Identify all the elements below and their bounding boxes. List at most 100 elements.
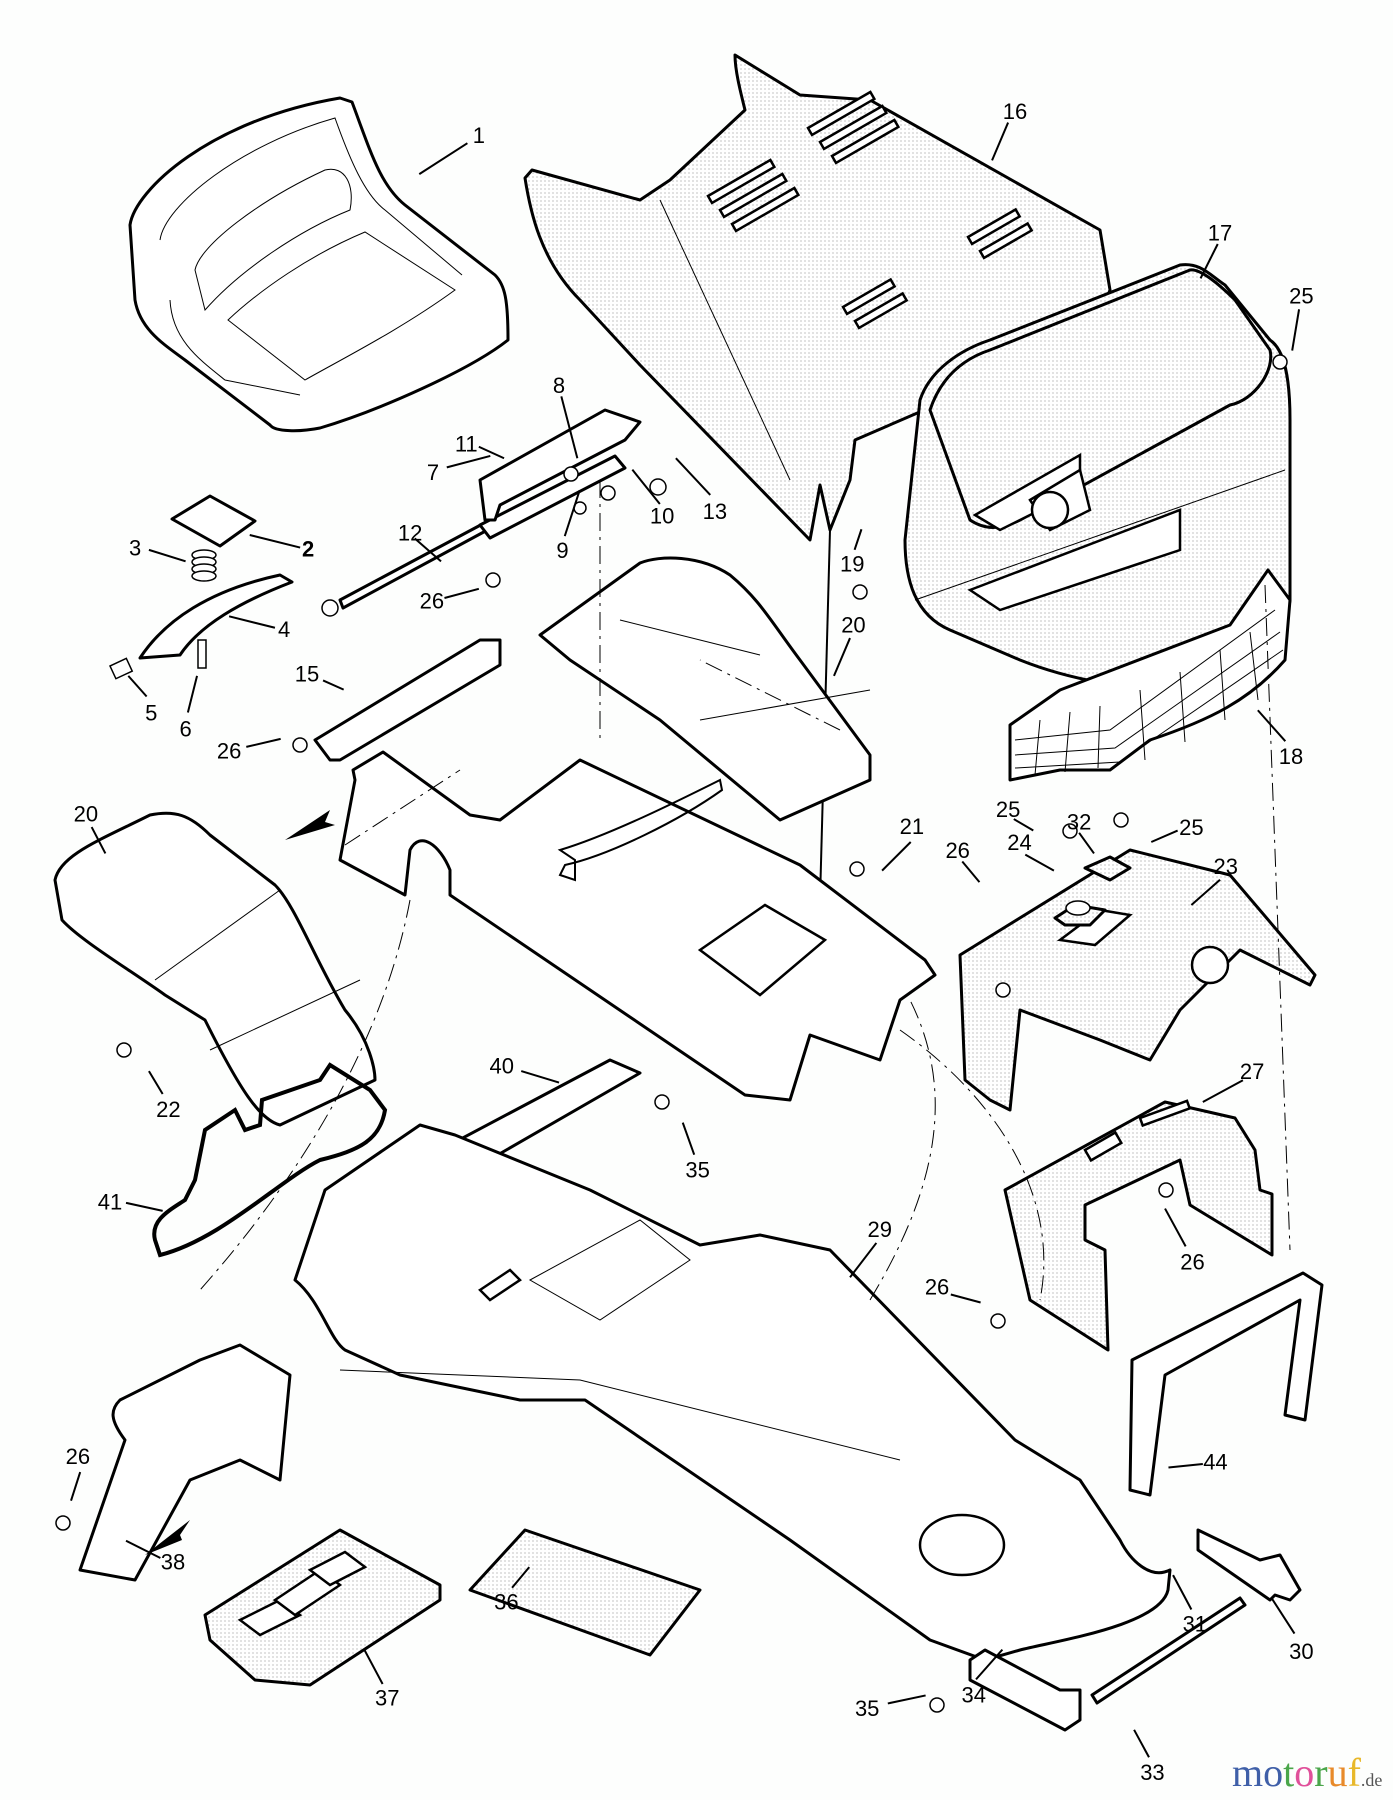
hood-hinge-bracket-left-part <box>968 1648 1082 1732</box>
leader-line <box>1078 832 1095 855</box>
watermark-letter: t <box>1283 1750 1295 1795</box>
key-plate-part <box>1083 855 1132 882</box>
screw-icon <box>563 466 579 482</box>
callout-number: 29 <box>868 1217 892 1242</box>
leader-line <box>246 737 281 748</box>
callout-26: 26 <box>420 587 480 613</box>
callout-19: 19 <box>840 528 865 577</box>
screw-icon <box>654 1094 670 1110</box>
callout-9: 9 <box>556 489 581 563</box>
leader-line <box>478 445 505 460</box>
callout-29: 29 <box>849 1217 892 1278</box>
floor-mat-part <box>468 1528 702 1657</box>
callout-4: 4 <box>228 615 290 642</box>
watermark-letter: u <box>1327 1750 1348 1795</box>
screw-icon <box>1062 823 1078 839</box>
hood-support-bracket-part <box>1128 1271 1324 1497</box>
callout-26: 26 <box>945 838 981 883</box>
callout-number: 3 <box>129 536 141 561</box>
callout-number: 35 <box>855 1696 879 1721</box>
hardware-fasteners <box>55 354 1288 1713</box>
callout-number: 37 <box>375 1686 399 1711</box>
callout-11: 11 <box>455 431 505 460</box>
callout-number: 34 <box>961 1682 985 1707</box>
leader-line <box>249 534 301 549</box>
watermark-logo: motoruf.de <box>1232 1753 1382 1793</box>
callout-number: 10 <box>650 504 674 529</box>
leader-line <box>322 679 345 691</box>
leader-line <box>975 1648 1004 1681</box>
leader-line <box>560 396 579 459</box>
screw-icon <box>849 861 865 877</box>
callout-16: 16 <box>991 99 1027 161</box>
callout-number: 26 <box>945 838 969 863</box>
callout-23: 23 <box>1190 854 1238 906</box>
callout-number: 26 <box>1180 1249 1204 1274</box>
screw-icon <box>649 478 667 496</box>
callout-number: 26 <box>217 738 241 763</box>
callout-35: 35 <box>855 1694 926 1721</box>
screw-icon <box>485 572 501 588</box>
callout-number: 8 <box>553 373 565 398</box>
callout-number: 40 <box>490 1053 514 1078</box>
callout-38: 38 <box>125 1539 185 1574</box>
callout-number: 25 <box>996 797 1020 822</box>
callout-number: 32 <box>1067 809 1091 834</box>
callout-number: 24 <box>1007 830 1031 855</box>
callout-number: 18 <box>1279 744 1303 769</box>
callout-5: 5 <box>127 675 157 726</box>
callout-41: 41 <box>98 1190 163 1215</box>
hood-vent-slots <box>706 90 1034 330</box>
screw-icon <box>995 982 1011 998</box>
leader-line <box>1150 829 1179 843</box>
callout-24: 24 <box>1007 830 1055 872</box>
leader-line <box>228 615 276 629</box>
leader-line <box>444 587 480 599</box>
callout-number: 44 <box>1203 1450 1227 1475</box>
bolt-part <box>197 639 207 669</box>
callout-12: 12 <box>398 521 442 563</box>
leader-line <box>563 489 581 537</box>
callout-7: 7 <box>427 454 491 485</box>
leader-line <box>681 1122 696 1156</box>
callout-number: 20 <box>841 612 865 637</box>
callout-25: 25 <box>1150 815 1204 843</box>
callout-17: 17 <box>1199 221 1232 279</box>
seat-switch-plate-part <box>170 494 257 548</box>
leader-line <box>887 1694 926 1705</box>
callout-number: 26 <box>66 1444 90 1469</box>
screw-icon <box>929 1697 945 1713</box>
callout-number: 15 <box>295 662 319 687</box>
leader-line <box>961 860 981 883</box>
callout-8: 8 <box>553 373 579 459</box>
leader-line <box>1172 1574 1193 1610</box>
battery-cover-part <box>78 1343 292 1582</box>
callout-layer: 1234567891011121315161718192020212223242… <box>66 99 1314 1785</box>
leader-line <box>148 548 186 563</box>
callout-3: 3 <box>129 536 186 563</box>
leader-line <box>1270 1597 1296 1635</box>
seat-adjust-bracket-part <box>478 408 642 522</box>
callout-26: 26 <box>217 737 281 763</box>
callout-22: 22 <box>148 1070 181 1122</box>
callout-1: 1 <box>418 123 485 175</box>
hood-hinge-bracket-right-part <box>1196 1528 1302 1602</box>
callout-number: 7 <box>427 460 439 485</box>
callout-21: 21 <box>881 814 924 872</box>
callout-number: 25 <box>1289 284 1313 309</box>
battery-tray-part <box>203 1528 442 1687</box>
screw-icon <box>1113 812 1129 828</box>
seat-pan-bracket-part <box>138 573 294 660</box>
callout-44: 44 <box>1168 1450 1228 1475</box>
watermark-tld: .de <box>1360 1770 1383 1790</box>
watermark-letter: f <box>1347 1750 1361 1795</box>
switch-plate-part <box>1053 900 1107 927</box>
callout-34: 34 <box>961 1648 1004 1707</box>
leader-line <box>1202 1079 1244 1103</box>
callout-number: 5 <box>145 701 157 726</box>
screw-icon <box>1158 1182 1174 1198</box>
callout-number: 11 <box>455 431 478 456</box>
watermark-letter: o <box>1263 1750 1284 1795</box>
